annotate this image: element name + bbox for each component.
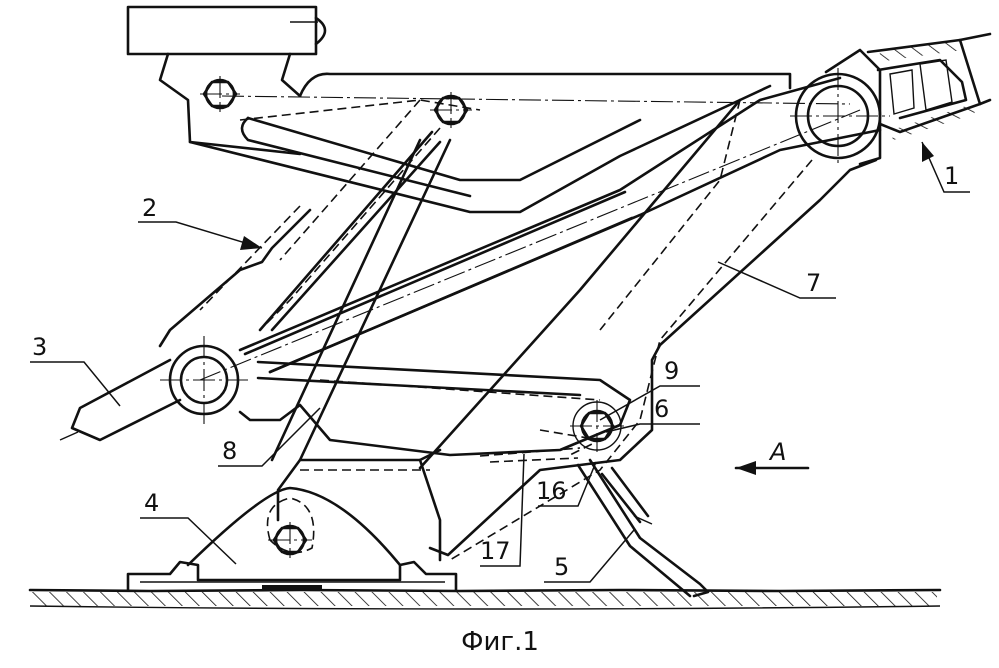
label-17: 17 — [480, 537, 511, 565]
view-arrow-a — [734, 461, 810, 475]
leader-8 — [218, 407, 321, 467]
right-arm — [418, 84, 878, 561]
leader-17 — [480, 453, 525, 567]
label-16: 16 — [536, 477, 567, 505]
lower-arm — [238, 360, 632, 457]
label-7: 7 — [806, 269, 821, 297]
bolt-upper — [430, 92, 472, 128]
diagonal-arm — [199, 76, 882, 381]
label-1: 1 — [944, 162, 959, 190]
upper-arm — [188, 72, 851, 214]
label-8: 8 — [222, 437, 237, 465]
arrow-2 — [138, 221, 263, 250]
leader-3 — [30, 361, 121, 407]
bolt-base — [268, 522, 312, 558]
base-plate — [126, 486, 458, 592]
bolt-9 — [570, 400, 624, 452]
left-pivot — [59, 336, 250, 442]
label-2: 2 — [142, 194, 157, 222]
arrow-1 — [921, 141, 970, 193]
bolt-pad — [200, 76, 240, 112]
label-4: 4 — [144, 489, 159, 517]
leader-16 — [538, 461, 597, 507]
view-a-label: A — [768, 438, 786, 466]
figure-caption: Фиг.1 — [461, 627, 539, 657]
foot-pawl — [576, 458, 710, 598]
ground — [28, 585, 942, 610]
left-arm — [158, 99, 442, 348]
right-pivot — [790, 48, 890, 166]
leader-6 — [605, 423, 700, 433]
label-3: 3 — [32, 333, 47, 361]
leader-5 — [544, 529, 635, 583]
label-6: 6 — [654, 395, 669, 423]
screw-end — [866, 32, 992, 141]
leader-7 — [717, 261, 836, 299]
leader-9 — [599, 385, 700, 421]
spring-17 — [479, 447, 581, 463]
leader-4 — [140, 517, 237, 565]
label-9: 9 — [664, 357, 679, 385]
lower-tower — [270, 138, 452, 562]
lifting-pad — [126, 5, 327, 156]
label-5: 5 — [554, 553, 569, 581]
